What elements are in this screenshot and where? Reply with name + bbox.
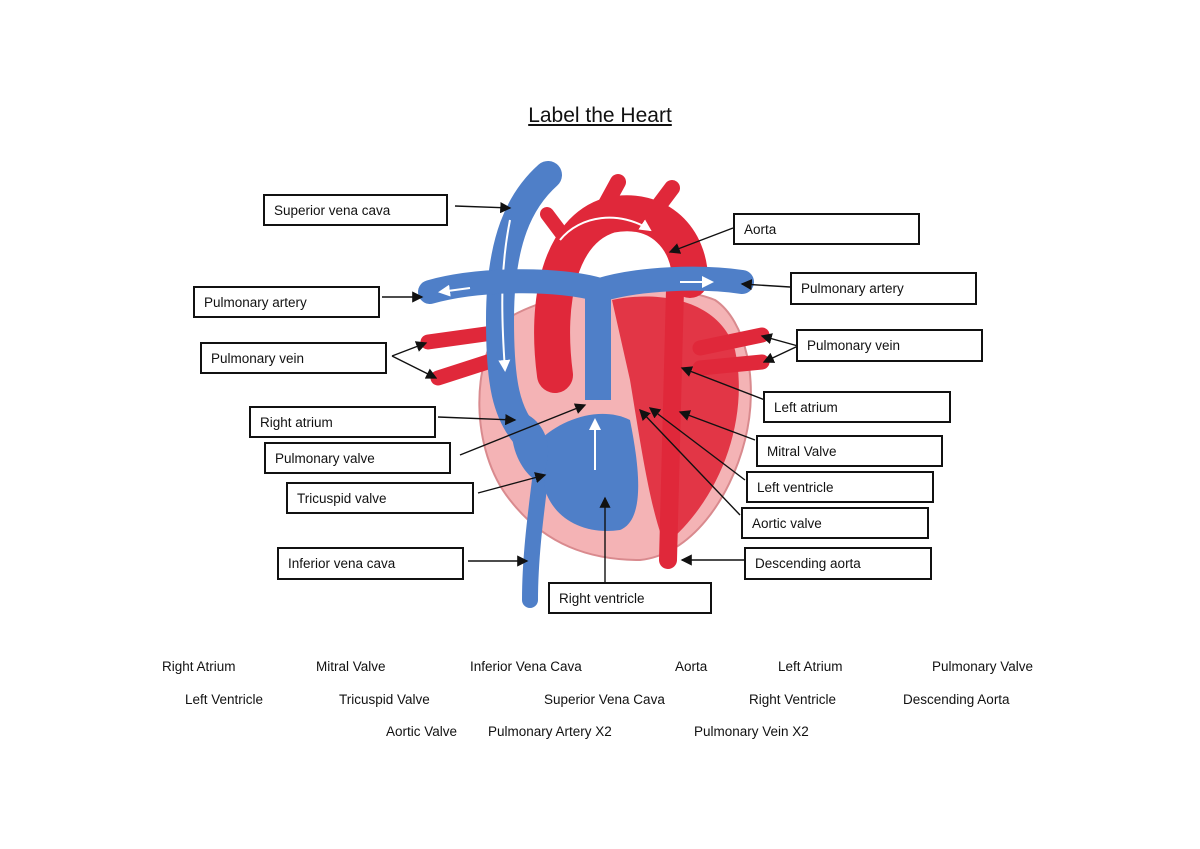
- label-left-atrium[interactable]: Left atrium: [763, 391, 951, 423]
- label-pulmonary-artery-left[interactable]: Pulmonary artery: [193, 286, 380, 318]
- word-bank-item: Tricuspid Valve: [339, 692, 430, 707]
- word-bank-item: Right Atrium: [162, 659, 236, 674]
- word-bank-item: Left Atrium: [778, 659, 843, 674]
- word-bank-item: Superior Vena Cava: [544, 692, 665, 707]
- label-aorta[interactable]: Aorta: [733, 213, 920, 245]
- word-bank-item: Pulmonary Valve: [932, 659, 1034, 674]
- label-left-ventricle[interactable]: Left ventricle: [746, 471, 934, 503]
- label-descending-aorta[interactable]: Descending aorta: [744, 547, 932, 580]
- word-bank-item: Inferior Vena Cava: [470, 659, 582, 674]
- word-bank-item: Left Ventricle: [185, 692, 264, 707]
- label-right-ventricle[interactable]: Right ventricle: [548, 582, 712, 614]
- word-bank-item: Pulmonary Artery X2: [488, 724, 612, 739]
- label-superior-vena-cava[interactable]: Superior vena cava: [263, 194, 448, 226]
- label-right-atrium[interactable]: Right atrium: [249, 406, 436, 438]
- label-pulmonary-artery-right[interactable]: Pulmonary artery: [790, 272, 977, 305]
- label-pulmonary-valve[interactable]: Pulmonary valve: [264, 442, 451, 474]
- word-bank-item: Right Ventricle: [749, 692, 837, 707]
- pulmonary-artery-vessel: [418, 266, 754, 400]
- word-bank-item: Aorta: [675, 659, 708, 674]
- label-aortic-valve[interactable]: Aortic valve: [741, 507, 929, 539]
- word-bank-item: Mitral Valve: [316, 659, 386, 674]
- label-inferior-vena-cava[interactable]: Inferior vena cava: [277, 547, 464, 580]
- word-bank-item: Pulmonary Vein X2: [694, 724, 809, 739]
- word-bank-item: Descending Aorta: [903, 692, 1010, 707]
- leader-lines: [382, 202, 799, 585]
- label-pulmonary-vein-left[interactable]: Pulmonary vein: [200, 342, 387, 374]
- label-tricuspid-valve[interactable]: Tricuspid valve: [286, 482, 474, 514]
- label-mitral-valve[interactable]: Mitral Valve: [756, 435, 943, 467]
- label-pulmonary-vein-right[interactable]: Pulmonary vein: [796, 329, 983, 362]
- right-chambers: [511, 410, 639, 531]
- word-bank-item: Aortic Valve: [386, 724, 458, 739]
- page-title: Label the Heart: [528, 104, 672, 127]
